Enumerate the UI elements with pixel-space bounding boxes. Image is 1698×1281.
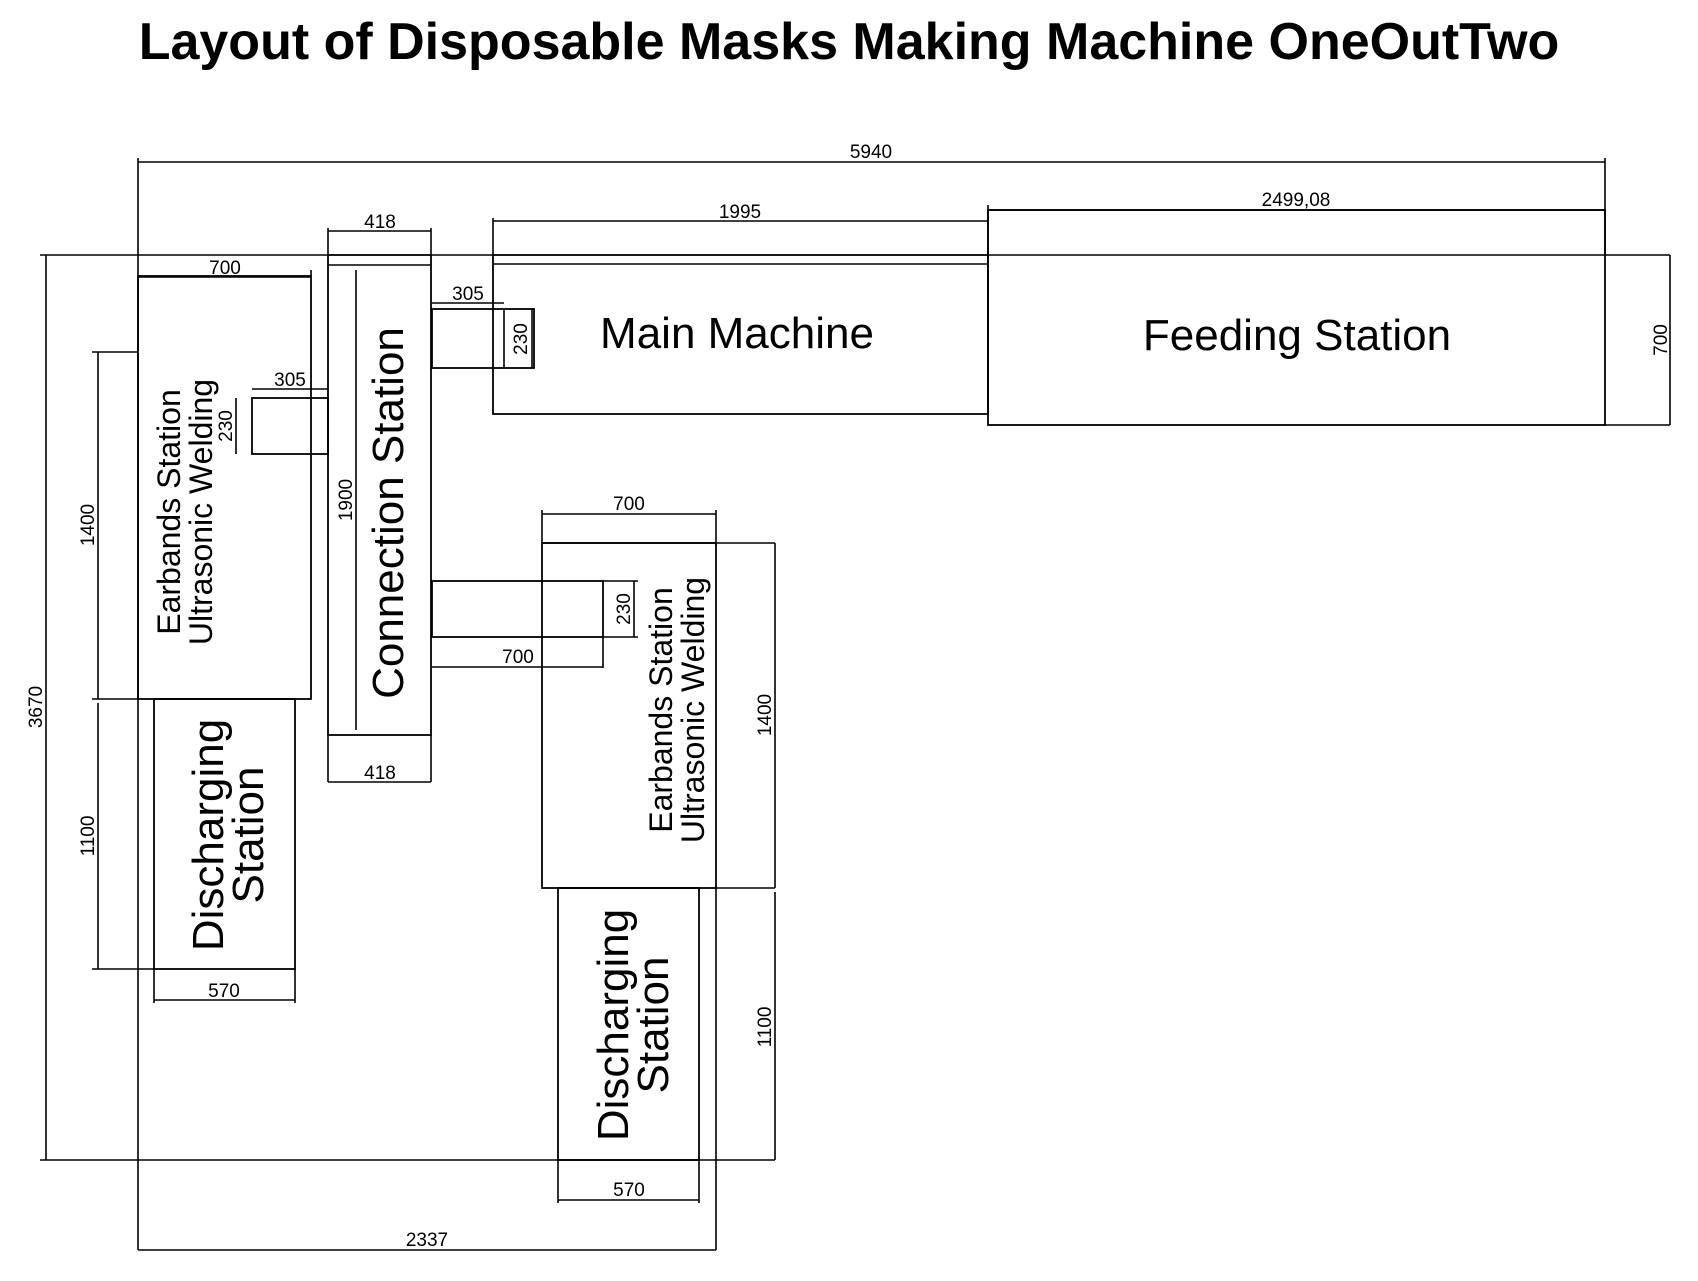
dim-feeding-height: 700 (1651, 324, 1672, 356)
dim-earbands-left-width: 700 (209, 258, 241, 279)
feeding-station-label: Feeding Station (1143, 311, 1451, 360)
dim-left-link-height: 230 (216, 410, 237, 442)
dim-left-discharging-width: 570 (208, 981, 240, 1002)
dim-main-width: 1995 (719, 202, 761, 223)
dim-main-link-width: 305 (452, 284, 484, 305)
discharging-right-label-line2: Station (629, 957, 678, 1094)
dim-feeding-width: 2499,08 (1262, 190, 1331, 211)
dim-main-link-height: 230 (511, 323, 532, 355)
right-link-conveyor (431, 580, 604, 638)
dim-overall-height: 3670 (26, 686, 47, 728)
connection-station-box (327, 254, 432, 736)
dim-earbands-right-width: 700 (613, 494, 645, 515)
dim-right-earbands-height: 1400 (755, 694, 776, 736)
dim-connection-top: 418 (364, 212, 396, 233)
earbands-left-label-line1: Earbands Station (151, 389, 187, 635)
main-machine-box (492, 254, 989, 415)
dim-connection-height: 1900 (336, 479, 357, 521)
dim-right-link-width: 700 (502, 647, 534, 668)
dim-right-discharging-width: 570 (613, 1180, 645, 1201)
dim-right-link-height: 230 (614, 593, 635, 625)
dim-left-discharging-height: 1100 (78, 816, 99, 857)
earbands-right-label-line1: Earbands Station (643, 587, 679, 833)
earbands-right-label-line2: Ultrasonic Welding (675, 577, 711, 843)
dim-right-discharging-height: 1100 (755, 1007, 776, 1048)
dim-bottom-width: 2337 (406, 1230, 448, 1251)
diagram-title: Layout of Disposable Masks Making Machin… (138, 13, 1560, 71)
discharging-left-label-line2: Station (224, 767, 273, 904)
main-link-conveyor (431, 308, 535, 369)
discharging-left-box (153, 698, 296, 970)
dim-left-link-width: 305 (274, 370, 306, 391)
dim-left-earbands-height: 1400 (78, 504, 99, 546)
discharging-left-label-line1: Discharging (184, 719, 233, 951)
connection-station-label: Connection Station (364, 327, 413, 699)
left-link-conveyor (251, 397, 329, 455)
dim-overall-width: 5940 (850, 142, 892, 163)
discharging-right-label-line1: Discharging (589, 909, 638, 1141)
dim-connection-bottom: 418 (364, 763, 396, 784)
earbands-left-label-line2: Ultrasonic Welding (183, 379, 219, 645)
main-machine-label: Main Machine (600, 309, 874, 358)
